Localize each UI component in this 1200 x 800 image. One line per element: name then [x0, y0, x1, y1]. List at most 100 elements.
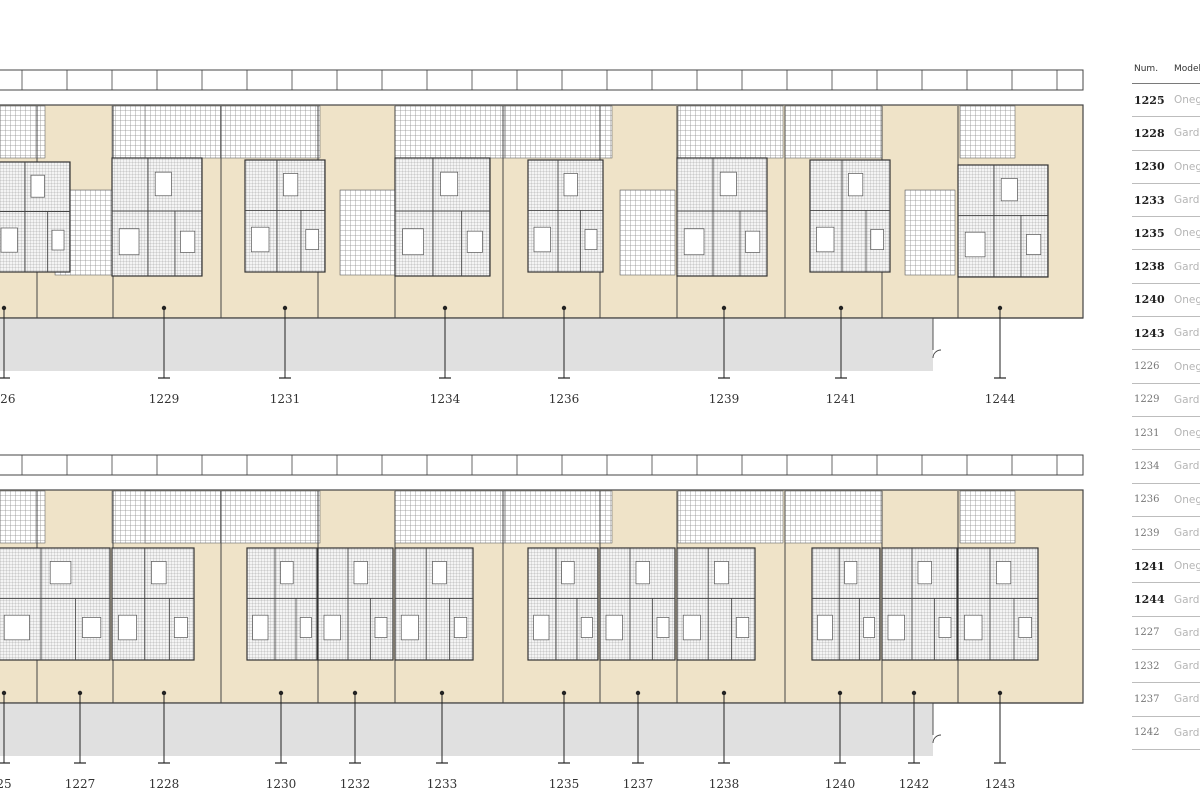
lot-number-label: 1241	[826, 392, 857, 406]
house-floorplan	[676, 547, 756, 661]
table-row: 1232Garda	[1132, 650, 1200, 684]
table-row: 1237 Garda	[1132, 683, 1200, 717]
terrace-tiles	[599, 490, 613, 544]
unit-number: 1234	[1134, 460, 1160, 472]
unit-model: Garda	[1174, 393, 1200, 406]
unit-number: 1229	[1134, 394, 1160, 406]
header-model: Model	[1174, 64, 1200, 74]
lot-marker: 1240	[825, 690, 855, 791]
house-floorplan	[599, 547, 676, 661]
terrace-tiles	[111, 105, 151, 159]
unit-number: 1230	[1134, 160, 1165, 174]
unit-number: 1237	[1134, 693, 1160, 705]
lot-marker-dot	[278, 690, 284, 696]
lot-marker-dot	[721, 305, 727, 311]
unit-number: 1243	[1134, 326, 1165, 340]
table-row: 1228Garda	[1132, 117, 1200, 151]
terrace-tiles	[504, 105, 601, 159]
street-strip	[0, 69, 1084, 91]
lot-marker: 1244	[985, 305, 1016, 406]
house-floorplan	[0, 547, 111, 661]
table-row: 1239Garda	[1132, 517, 1200, 551]
unit-model: Garda	[1174, 660, 1200, 673]
terrace-tiles	[959, 105, 1016, 159]
lot-marker: 25	[0, 690, 12, 791]
unit-number: 1242	[1134, 727, 1160, 739]
unit-model: Garda	[1174, 127, 1200, 140]
lot-number-label: 1244	[985, 392, 1016, 406]
terrace-tiles	[111, 490, 151, 544]
lot-marker-dot	[161, 690, 167, 696]
terrace-tiles	[394, 105, 506, 159]
lot-marker-dot	[352, 690, 358, 696]
unit-model: Garda	[1174, 626, 1200, 639]
lot-marker: 1241	[826, 305, 857, 406]
unit-number: 1238	[1134, 260, 1165, 274]
lot-marker-dot	[561, 305, 567, 311]
lot-marker: 1239	[709, 305, 740, 406]
table-row: 1244Garda	[1132, 583, 1200, 617]
unit-model: Onega	[1174, 94, 1200, 107]
lot-marker: 1229	[149, 305, 180, 406]
terrace-tiles	[784, 490, 883, 544]
table-row: 1233Garda	[1132, 184, 1200, 218]
lot-marker: 1231	[270, 305, 300, 406]
table-row: 1231Onega	[1132, 417, 1200, 451]
door-swing	[932, 318, 942, 359]
unit-model: Garda	[1174, 194, 1200, 207]
table-row: 1226Onega	[1132, 350, 1200, 384]
house-floorplan	[809, 159, 891, 273]
house-floorplan	[111, 547, 195, 661]
house-floorplan	[881, 547, 958, 661]
lot-marker: 1232	[340, 690, 371, 791]
terrace-tiles	[959, 490, 1016, 544]
lot-number-label: 226	[0, 392, 15, 406]
unit-number: 1240	[1134, 293, 1165, 307]
unit-number: 1226	[1134, 361, 1160, 373]
lot-marker-dot	[838, 305, 844, 311]
unit-model: Garda	[1174, 693, 1200, 706]
lot-marker: 1228	[149, 690, 180, 791]
lot-number-label: 1234	[430, 392, 461, 406]
unit-model: Garda	[1174, 726, 1200, 739]
terrace-tiles	[394, 490, 506, 544]
street-strip	[0, 454, 1084, 476]
lot-marker-dot	[837, 690, 843, 696]
sidewalk	[0, 703, 933, 756]
lot-marker-dot	[1, 305, 7, 311]
terrace-tiles	[144, 105, 321, 159]
table-row: 1230 Onega	[1132, 151, 1200, 184]
lot-number-label: 1232	[340, 777, 371, 791]
plan-block: 2261229123112341236123912411244	[0, 69, 1084, 406]
table-row: 1235 Onega	[1132, 217, 1200, 251]
table-row: 1229 Garda	[1132, 384, 1200, 417]
table-row: 1242 Garda	[1132, 717, 1200, 750]
house-floorplan	[676, 157, 768, 277]
house-floorplan	[811, 547, 881, 661]
lot-number-label: 1228	[149, 777, 180, 791]
house-floorplan	[0, 161, 71, 273]
lot-marker: 1243	[985, 690, 1016, 791]
courtyard-paving	[904, 189, 956, 276]
unit-model: Onega	[1174, 227, 1200, 240]
lot-number-label: 1233	[427, 777, 458, 791]
lot-marker-dot	[161, 305, 167, 311]
unit-model: Onega	[1174, 493, 1200, 506]
lot-number-label: 1229	[149, 392, 180, 406]
terrace-tiles	[0, 490, 46, 544]
lot-number-label: 1239	[709, 392, 740, 406]
table-row: 1227Garda	[1132, 617, 1200, 651]
unit-model: Onega	[1174, 160, 1200, 173]
terrace-tiles	[677, 490, 784, 544]
lot-marker-dot	[997, 690, 1003, 696]
lot-marker: 1238	[709, 690, 740, 791]
lot-marker-dot	[561, 690, 567, 696]
table-body: 1225Onega1228Garda1230Onega1233Garda1235…	[1132, 84, 1200, 750]
lot-number-label: 1238	[709, 777, 740, 791]
unit-number: 1241	[1134, 559, 1165, 573]
unit-number: 1244	[1134, 593, 1165, 607]
lot-number-label: 1243	[985, 777, 1016, 791]
terrace-tiles	[677, 105, 784, 159]
unit-number: 1225	[1134, 93, 1165, 107]
unit-number: 1235	[1134, 226, 1165, 240]
